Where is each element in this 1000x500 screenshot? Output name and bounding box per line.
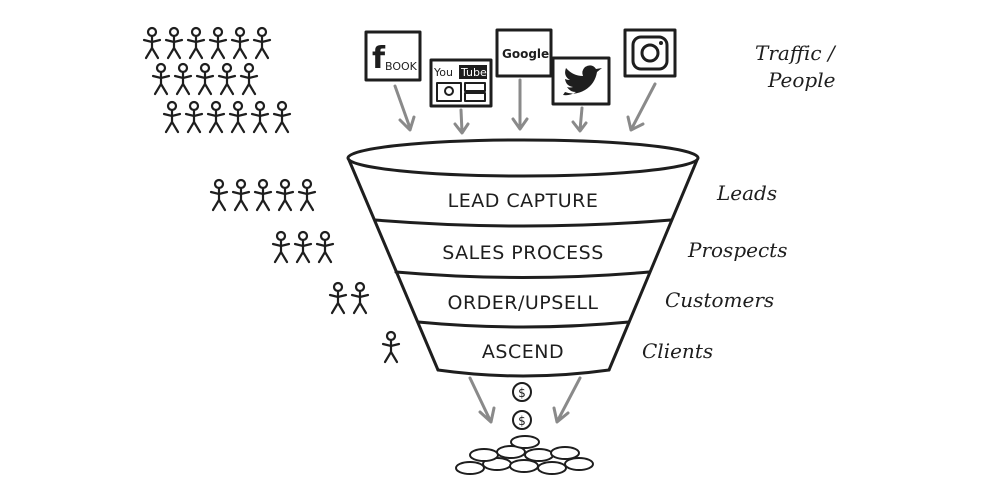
traffic-person-icon (228, 100, 248, 134)
stage-person-icon (315, 230, 335, 264)
traffic-person-icon (208, 26, 228, 60)
stage-person-icon (253, 178, 273, 212)
stage-person-icon (209, 178, 229, 212)
svg-text:f: f (372, 41, 386, 76)
stage-person-icon (293, 230, 313, 264)
traffic-person-icon (142, 26, 162, 60)
stage-label-sales-process: SALES PROCESS (442, 242, 604, 264)
svg-text:Google: Google (502, 47, 549, 61)
twitter-icon (551, 56, 611, 106)
traffic-person-icon (186, 26, 206, 60)
traffic-person-icon (151, 62, 171, 96)
traffic-person-icon (184, 100, 204, 134)
inbound-arrows (393, 78, 657, 135)
side-label-customers: Customers (665, 288, 774, 312)
svg-text:$: $ (518, 414, 526, 428)
traffic-label: Traffic / (755, 41, 837, 65)
traffic-person-icon (206, 100, 226, 134)
traffic-person-icon (217, 62, 237, 96)
traffic-person-icon (272, 100, 292, 134)
svg-text:$: $ (518, 386, 526, 400)
stage-person-icon (271, 230, 291, 264)
side-label-clients: Clients (642, 339, 713, 363)
traffic-person-icon (195, 62, 215, 96)
stage-label-lead-capture: LEAD CAPTURE (448, 190, 599, 212)
instagram-icon (623, 28, 677, 78)
stage-person-icon (350, 281, 370, 315)
stage-person-icon (297, 178, 317, 212)
people-groups (142, 26, 401, 364)
stage-person-icon (231, 178, 251, 212)
traffic-person-icon (250, 100, 270, 134)
traffic-person-icon (162, 100, 182, 134)
youtube-icon: You Tube (429, 58, 493, 108)
svg-text:You: You (433, 66, 453, 79)
svg-text:BOOK: BOOK (385, 60, 418, 73)
stage-person-icon (381, 330, 401, 364)
outbound-arrows (468, 376, 582, 424)
traffic-person-icon (252, 26, 272, 60)
dollar-coin-icon: $ $ (512, 382, 532, 430)
coin-pile-icon (455, 435, 594, 475)
traffic-person-icon (239, 62, 259, 96)
facebook-icon: f BOOK (364, 30, 422, 82)
stage-person-icon (328, 281, 348, 315)
side-label-prospects: Prospects (687, 238, 787, 262)
stage-label-order-upsell: ORDER/UPSELL (448, 292, 599, 314)
traffic-person-icon (230, 26, 250, 60)
funnel (346, 138, 700, 378)
side-label-leads: Leads (716, 181, 777, 205)
people-label: People (767, 68, 835, 92)
stage-person-icon (275, 178, 295, 212)
traffic-person-icon (164, 26, 184, 60)
traffic-person-icon (173, 62, 193, 96)
svg-text:Tube: Tube (460, 66, 487, 79)
stage-label-ascend: ASCEND (482, 341, 564, 363)
google-icon: Google (495, 28, 553, 78)
